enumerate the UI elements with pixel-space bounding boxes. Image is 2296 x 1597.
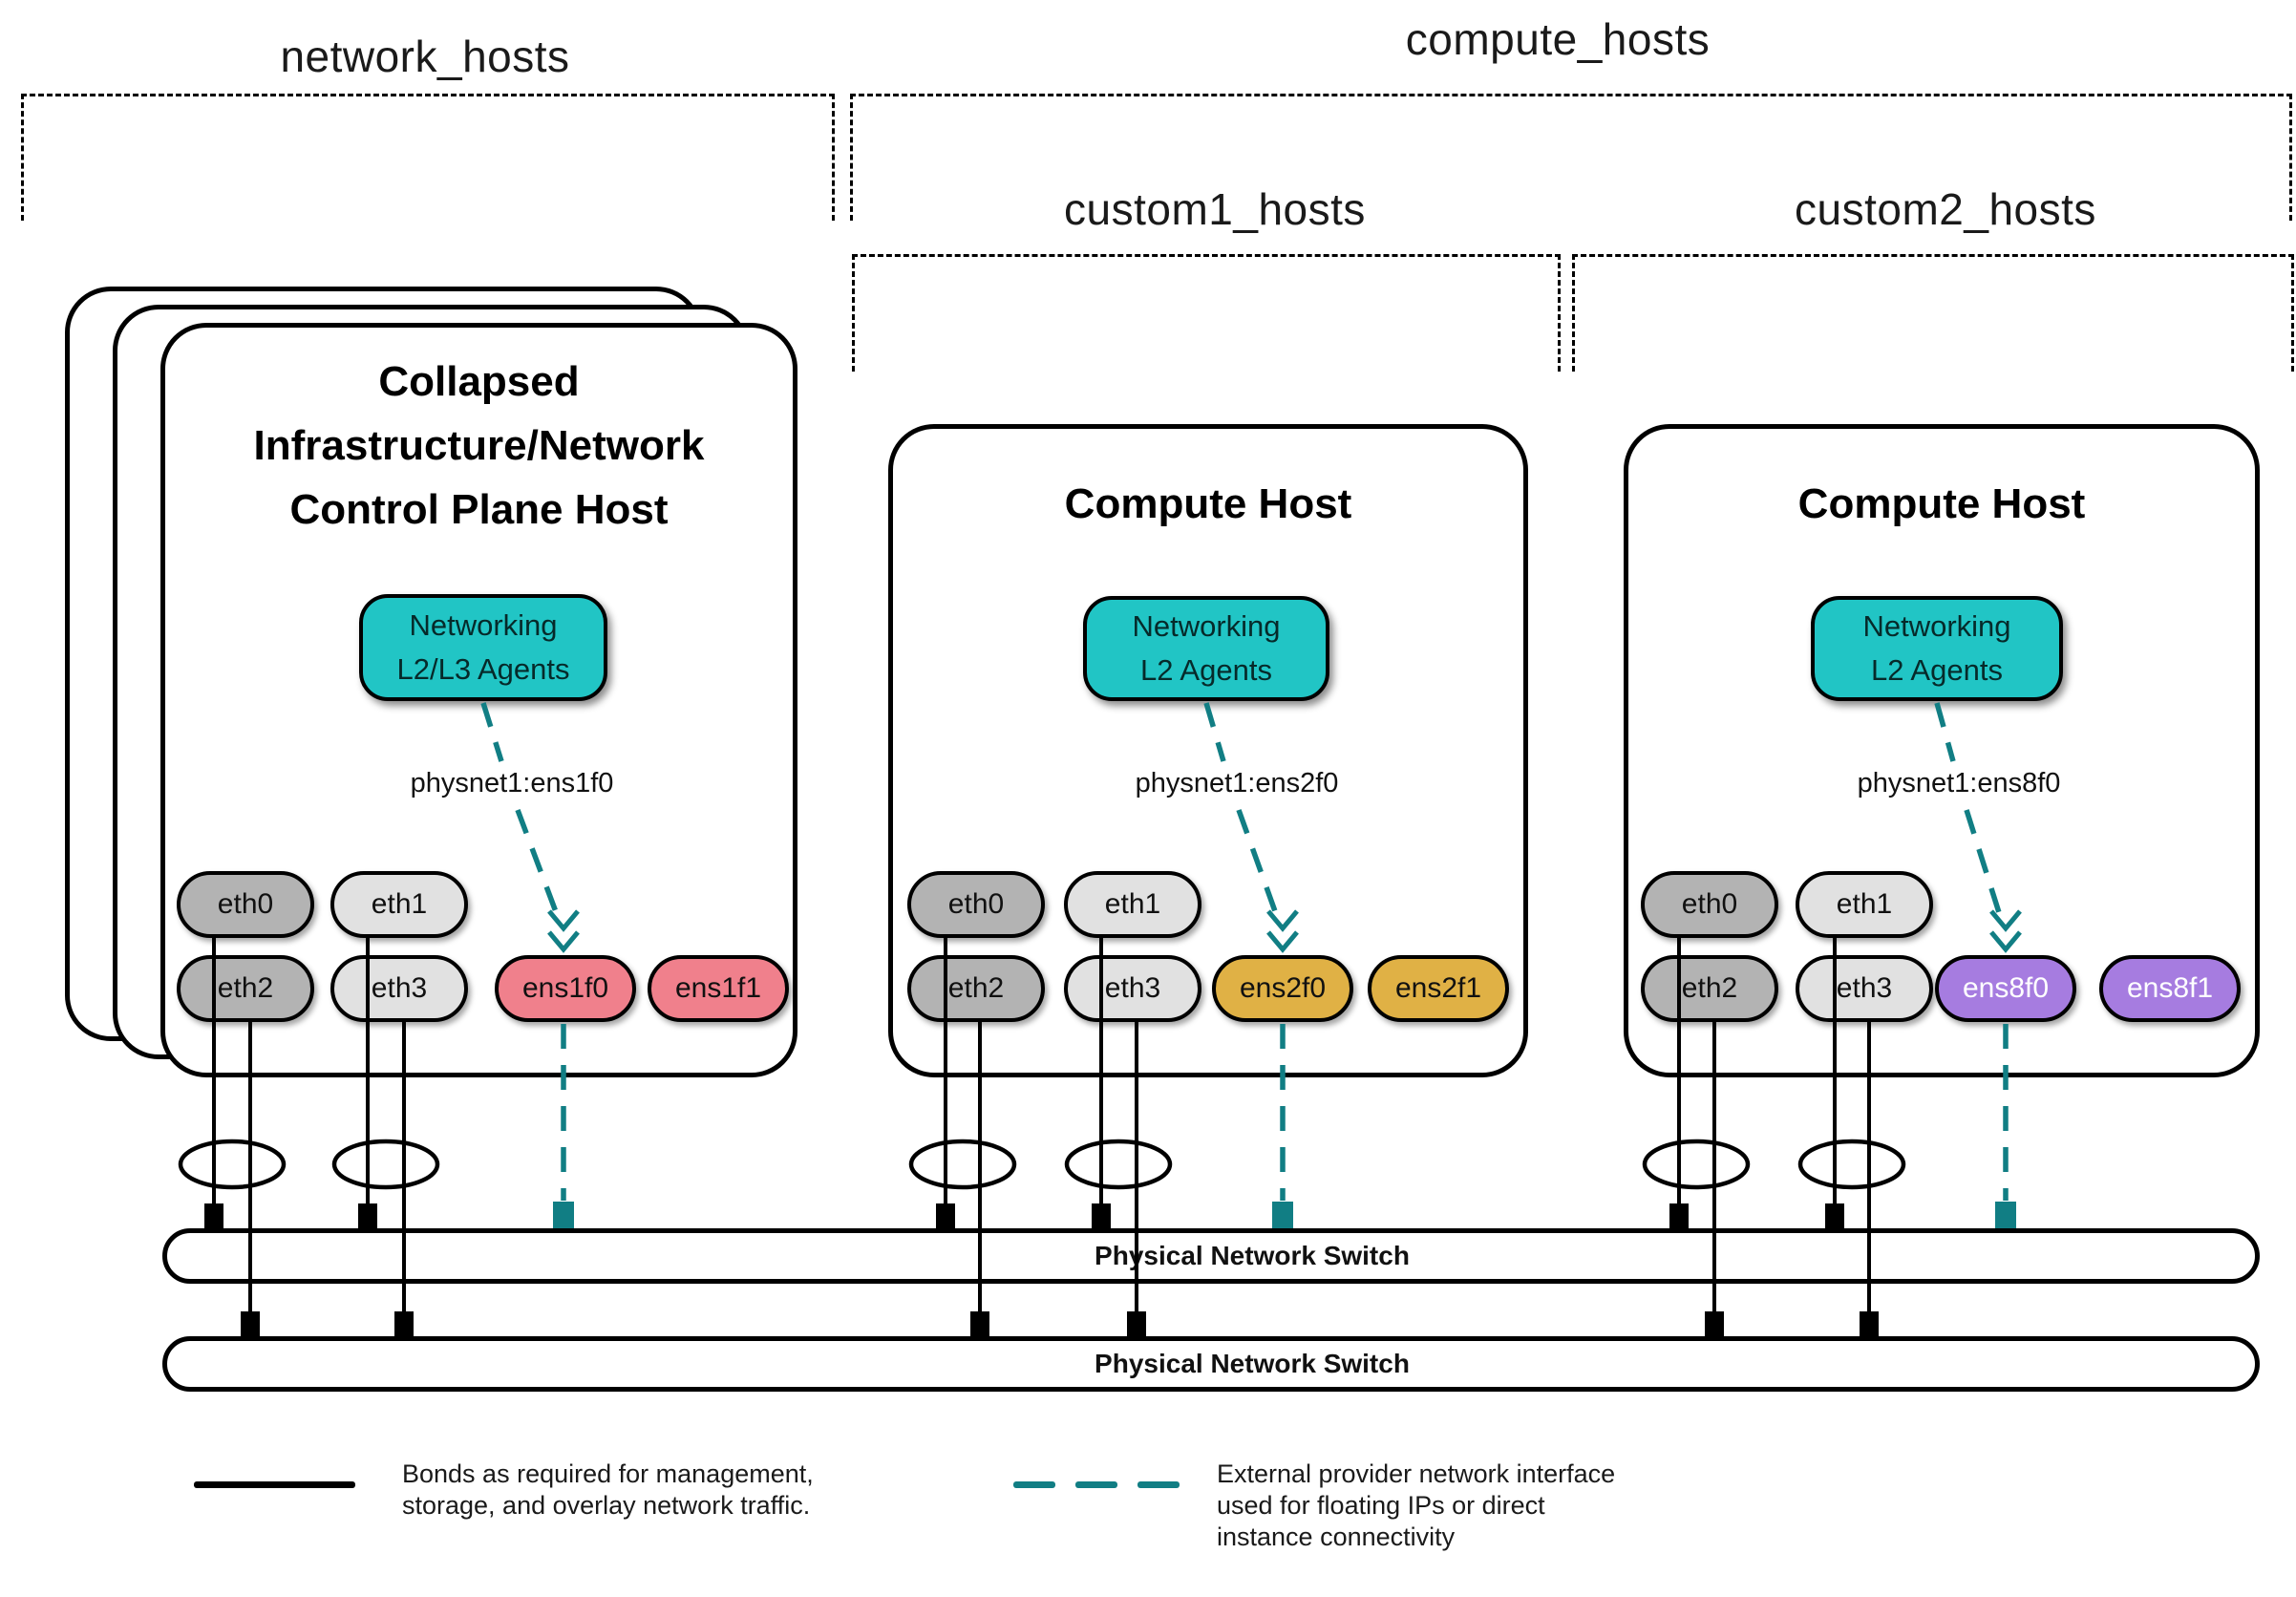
physical-network-switch-2: Physical Network Switch [162, 1336, 2260, 1392]
nic-pill-eth3: eth3 [1064, 955, 1201, 1022]
legend-bond-line-icon [194, 1481, 355, 1488]
bracket-network-hosts [21, 94, 835, 221]
agent-label-line: L2 Agents [1140, 653, 1272, 687]
nic-pill-eth2: eth2 [177, 955, 314, 1022]
bond-links-control-plane [212, 938, 406, 1336]
host-title-control-plane: Collapsed Infrastructure/Network Control… [160, 350, 797, 542]
legend-bond-text-line: storage, and overlay network traffic. [402, 1491, 811, 1520]
nic-pill-eth1: eth1 [1064, 871, 1201, 938]
nic-pill-eth0: eth0 [1641, 871, 1778, 938]
group-label-custom2-hosts: custom2_hosts [1795, 184, 2096, 234]
bond-links-compute-2 [1677, 938, 1871, 1336]
physical-network-switch-1: Physical Network Switch [162, 1228, 2260, 1284]
provider-network-links [480, 702, 2009, 1201]
host-title-compute-2: Compute Host [1797, 480, 2086, 527]
nic-pill-ens1f1: ens1f1 [648, 955, 789, 1022]
agent-label-line: Networking [1862, 609, 2011, 643]
host-title-line: Control Plane Host [289, 486, 669, 533]
agent-box-l2-compute2: Networking L2 Agents [1811, 596, 2063, 701]
agent-box-l2-compute1: Networking L2 Agents [1083, 596, 1329, 701]
nic-pill-ens2f1: ens2f1 [1368, 955, 1509, 1022]
nic-pill-eth1: eth1 [330, 871, 468, 938]
legend-provider-dash-icon [1013, 1481, 1180, 1488]
nic-pill-eth2: eth2 [1641, 955, 1778, 1022]
bond-links-compute-1 [944, 938, 1138, 1336]
nic-pill-ens8f0: ens8f0 [1935, 955, 2076, 1022]
agent-box-l2l3: Networking L2/L3 Agents [359, 594, 607, 701]
nic-pill-ens2f0: ens2f0 [1212, 955, 1353, 1022]
nic-pill-eth2: eth2 [907, 955, 1045, 1022]
nic-pill-eth3: eth3 [1796, 955, 1933, 1022]
physnet-label-control-plane: physnet1:ens1f0 [410, 768, 614, 798]
nic-pill-eth0: eth0 [907, 871, 1045, 938]
group-label-compute-hosts: compute_hosts [1405, 14, 1711, 64]
nic-pill-eth3: eth3 [330, 955, 468, 1022]
legend-provider-text-line: External provider network interface [1217, 1459, 1616, 1488]
provider-switch-port-connectors [553, 1202, 2016, 1228]
physnet-label-compute-2: physnet1:ens8f0 [1857, 768, 2061, 798]
legend-bond-text-line: Bonds as required for management, [402, 1459, 814, 1488]
switch-port-connectors [204, 1203, 1879, 1336]
bond-ellipse-icons [178, 1139, 1906, 1190]
group-label-network-hosts: network_hosts [280, 32, 570, 81]
legend-provider-text-line: instance connectivity [1217, 1522, 1456, 1551]
bracket-custom2-hosts [1572, 254, 2294, 372]
bracket-custom1-hosts [852, 254, 1561, 372]
agent-label-line: Networking [409, 608, 558, 642]
legend-provider-text: External provider network interface used… [1217, 1459, 1615, 1553]
legend-bond-text: Bonds as required for management, storag… [402, 1459, 814, 1522]
group-label-custom1-hosts: custom1_hosts [1064, 184, 1366, 234]
nic-pill-ens8f1: ens8f1 [2099, 955, 2241, 1022]
host-title-compute-1: Compute Host [1064, 480, 1352, 527]
provider-arrowhead-icon [547, 909, 2022, 953]
nic-pill-ens1f0: ens1f0 [495, 955, 636, 1022]
agent-label-line: L2/L3 Agents [396, 652, 570, 686]
legend-provider-text-line: used for floating IPs or direct [1217, 1491, 1545, 1520]
nic-pill-eth0: eth0 [177, 871, 314, 938]
agent-label-line: Networking [1132, 609, 1281, 643]
nic-pill-eth1: eth1 [1796, 871, 1933, 938]
agent-label-line: L2 Agents [1871, 653, 2003, 687]
host-title-line: Collapsed [378, 358, 580, 405]
bracket-compute-hosts [850, 94, 2292, 221]
physnet-label-compute-1: physnet1:ens2f0 [1135, 768, 1339, 798]
host-title-line: Infrastructure/Network [253, 422, 705, 469]
